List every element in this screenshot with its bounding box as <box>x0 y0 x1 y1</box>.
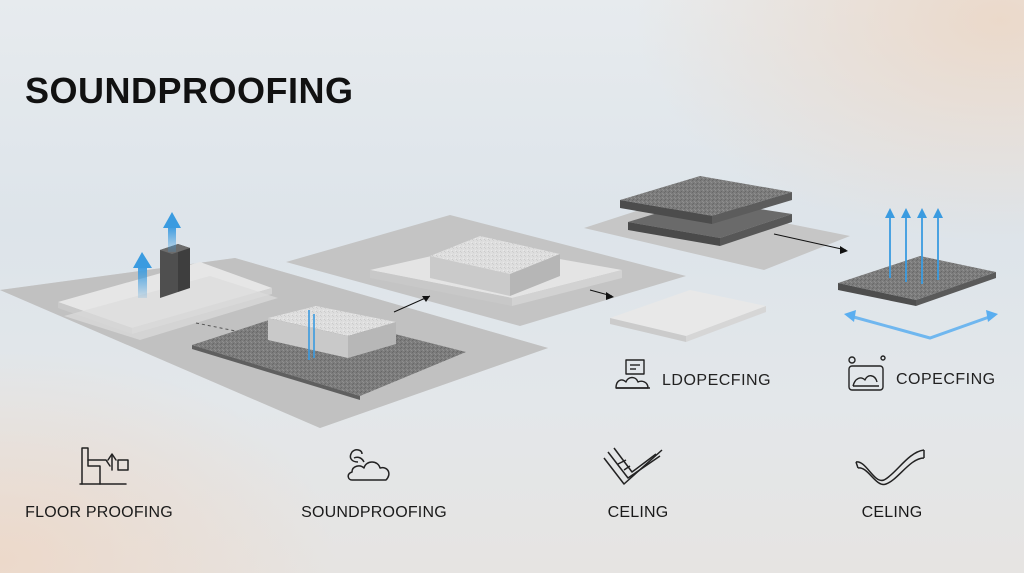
wave-ribbon-icon <box>855 449 925 486</box>
layers-ribbon-icon <box>603 447 663 485</box>
page-title: SOUNDPROOFING <box>25 70 354 111</box>
sound-arrow-up-left <box>133 212 181 298</box>
layered-landscape-icon <box>615 359 650 389</box>
floor-person-icon <box>79 447 129 485</box>
connector-arrow-3 <box>773 233 848 254</box>
cloud-scene-icon <box>848 355 886 391</box>
bottom-label-4: CELING <box>861 504 923 521</box>
bottom-label-1: FLOOR PROOFING <box>25 504 173 521</box>
stacked-panels <box>620 176 792 246</box>
side-label-1: LDOPECFING <box>662 372 772 389</box>
light-panel <box>610 290 766 342</box>
acoustic-foam-block <box>268 306 396 358</box>
sound-arrow-center <box>308 310 315 360</box>
ceiling-panel <box>838 256 996 306</box>
cloud-wave-icon <box>347 449 390 481</box>
connector-arrow-2 <box>589 289 614 300</box>
connector-arrow-1 <box>393 295 431 313</box>
sound-arrows-up-right <box>885 208 943 284</box>
side-label-2: COPECFING <box>896 371 996 388</box>
bottom-label-3: CELING <box>607 504 669 521</box>
middle-foam-block <box>430 236 560 296</box>
bottom-label-2: SOUNDPROOFING <box>301 504 447 521</box>
sound-reflection-arrow <box>844 310 998 340</box>
